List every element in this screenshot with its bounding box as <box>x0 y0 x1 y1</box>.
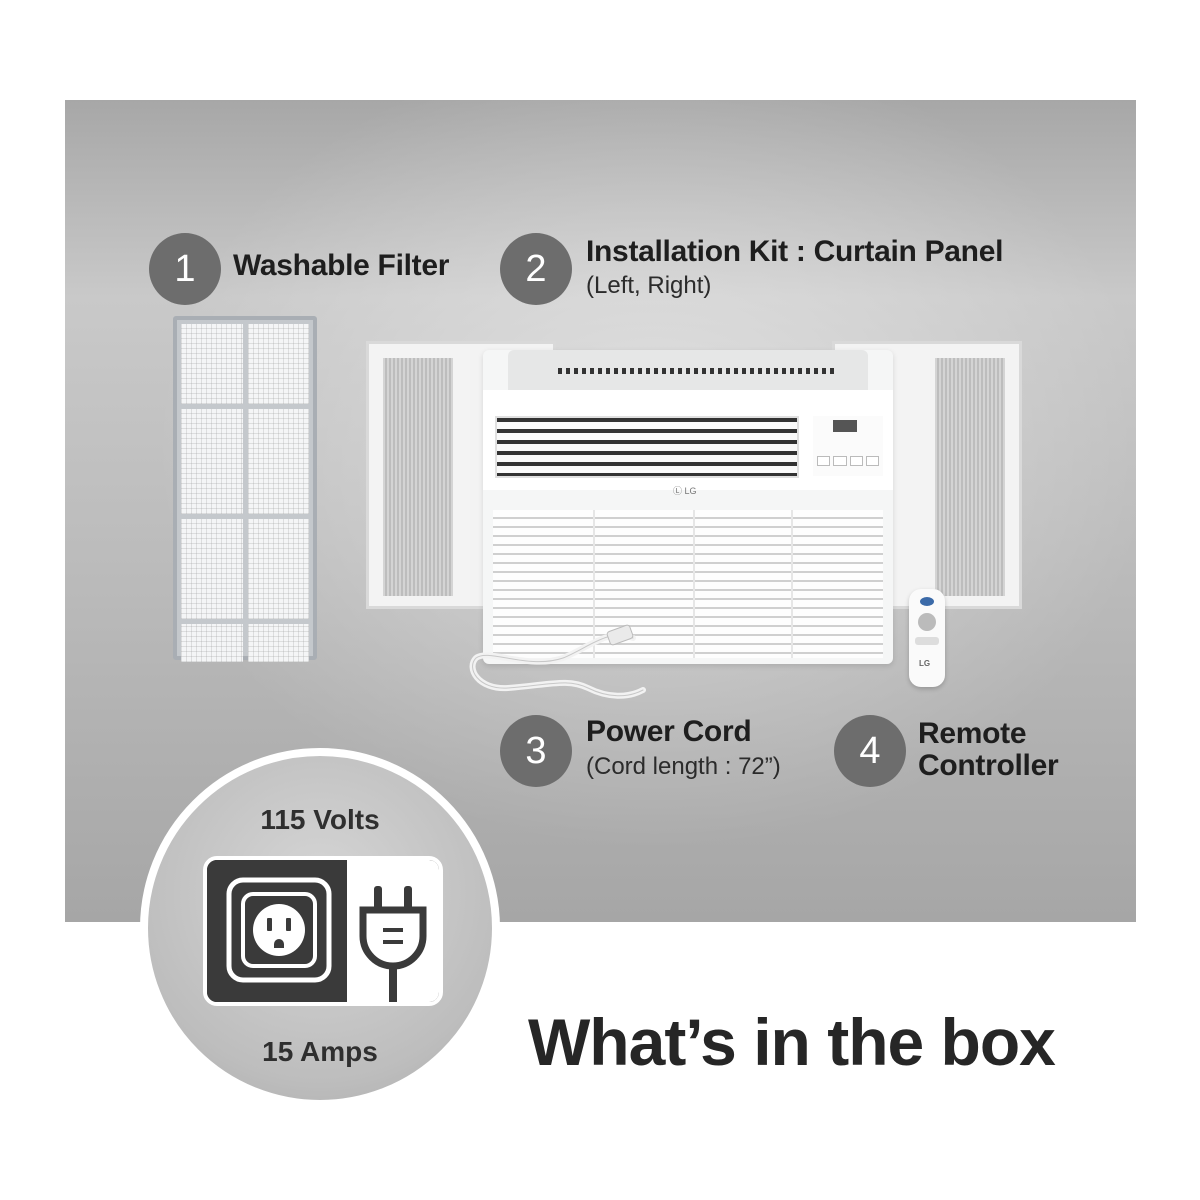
ac-intake-grille <box>493 510 883 658</box>
filter-mesh <box>181 519 243 619</box>
power-cord-image <box>469 624 646 699</box>
ac-brand-logo: Ⓛ LG <box>673 486 697 496</box>
remote-dial <box>918 613 936 631</box>
ac-top-housing <box>508 350 868 390</box>
air-conditioner-image: Ⓛ LG <box>483 350 893 664</box>
filter-mesh <box>247 519 309 619</box>
remote-brand-logo: LG <box>919 659 931 668</box>
outlet-icon <box>226 877 332 983</box>
remote-button <box>915 637 939 645</box>
headline-whats-in-the-box: What’s in the box <box>528 1005 1056 1079</box>
remote-controller-image: LG <box>909 589 945 687</box>
filter-mesh <box>181 624 243 662</box>
curtain-accordion <box>383 358 453 596</box>
plug-icon <box>359 886 427 1002</box>
item-title-remote: Remote <box>918 717 1027 750</box>
item-subtitle-installation-kit: (Left, Right) <box>586 272 712 299</box>
filter-mesh <box>247 324 309 404</box>
ac-vent-strip <box>558 368 838 374</box>
washable-filter-image <box>173 316 317 662</box>
filter-mesh <box>181 409 243 514</box>
filter-mesh <box>181 324 243 404</box>
item-subtitle-power-cord: (Cord length : 72”) <box>586 753 781 780</box>
item-title-controller: Controller <box>918 749 1059 782</box>
outlet-plug-graphic <box>207 860 439 1002</box>
item-title-washable-filter: Washable Filter <box>233 249 450 282</box>
badge-3: 3 <box>500 715 572 787</box>
badge-1: 1 <box>149 233 221 305</box>
plug-outlet-box <box>203 856 443 1006</box>
ac-display <box>833 420 857 432</box>
badge-4: 4 <box>834 715 906 787</box>
badge-2: 2 <box>500 233 572 305</box>
item-title-power-cord: Power Cord <box>586 715 752 748</box>
filter-mesh <box>247 409 309 514</box>
curtain-accordion <box>935 358 1005 596</box>
grille-divider <box>693 510 695 658</box>
ac-air-outlet <box>495 416 799 478</box>
item-title-installation-kit: Installation Kit : Curtain Panel <box>586 235 1004 268</box>
filter-mesh <box>247 624 309 662</box>
amperage-label: 15 Amps <box>262 1036 378 1067</box>
grille-divider <box>791 510 793 658</box>
power-spec-circle: 115 Volts 15 Amps <box>140 748 500 1108</box>
ac-control-panel <box>813 416 883 476</box>
voltage-label: 115 Volts <box>260 804 380 835</box>
remote-power-button <box>920 597 934 606</box>
ac-buttons <box>817 456 879 466</box>
grille-divider <box>593 510 595 658</box>
